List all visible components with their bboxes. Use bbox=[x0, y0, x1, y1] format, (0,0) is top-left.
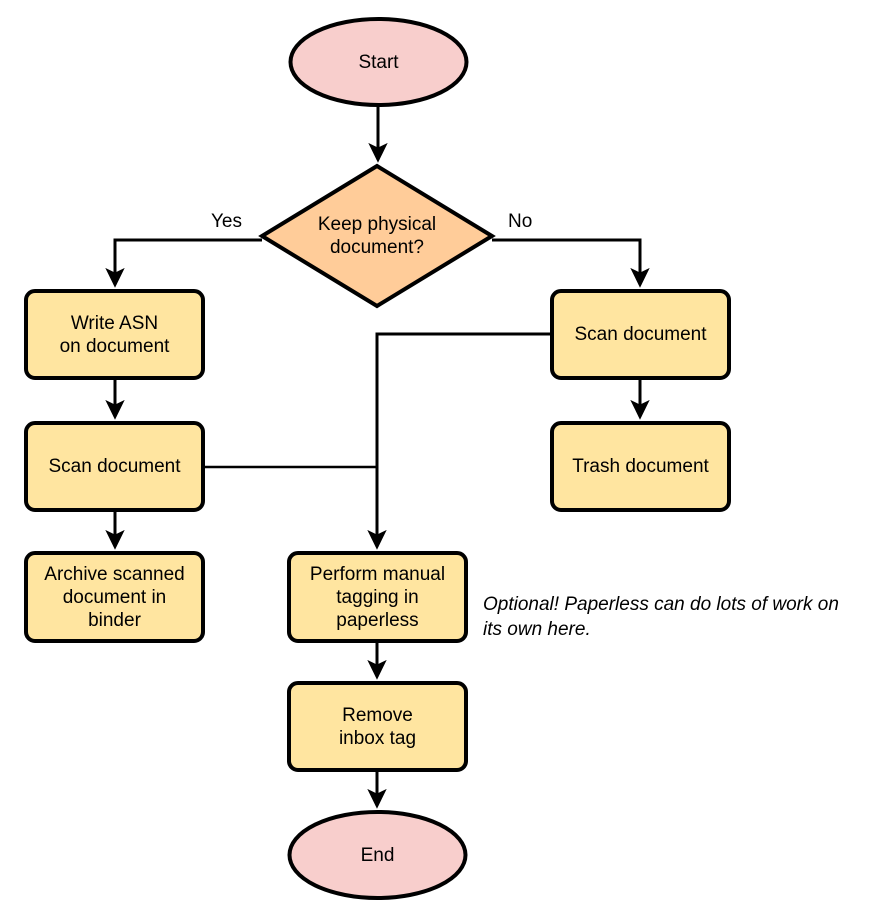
edges-layer bbox=[105, 105, 650, 809]
edge-label-yes: Yes bbox=[211, 211, 242, 232]
node-remove-inbox-tag[interactable] bbox=[287, 681, 468, 772]
optional-note-annotation: Optional! Paperless can do lots of work … bbox=[483, 594, 839, 640]
node-scan-document-left[interactable] bbox=[24, 421, 205, 512]
node-scan-document-right[interactable] bbox=[550, 289, 731, 380]
node-perform-manual-tagging[interactable] bbox=[287, 551, 468, 643]
node-archive-scanned-document[interactable] bbox=[24, 551, 205, 643]
node-trash-document[interactable] bbox=[550, 421, 731, 512]
edge-decision-to-write-asn bbox=[105, 238, 262, 288]
node-write-asn[interactable] bbox=[24, 289, 205, 380]
edge-label-no: No bbox=[508, 211, 533, 232]
nodes-layer bbox=[24, 17, 731, 900]
edge-scan-right-to-tagging bbox=[367, 332, 552, 550]
node-decision-keep-physical-document[interactable] bbox=[258, 163, 496, 309]
node-end[interactable] bbox=[287, 810, 468, 900]
node-start[interactable] bbox=[288, 17, 469, 107]
edge-decision-to-scan-right bbox=[492, 238, 650, 288]
